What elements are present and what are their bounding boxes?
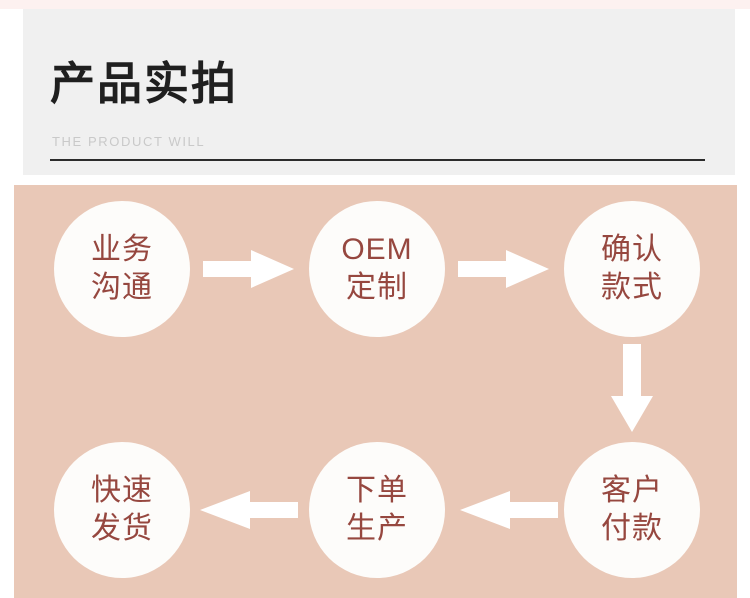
arrow-oem-to-confirm xyxy=(458,250,549,288)
arrow-payment-to-production xyxy=(460,491,558,529)
flow-node-business-communication[interactable]: 业务 沟通 xyxy=(54,201,190,337)
flow-node-line1: 业务 xyxy=(91,232,153,266)
header-panel: 产品实拍 THE PRODUCT WILL xyxy=(23,9,735,175)
flow-node-line2: 生产 xyxy=(346,512,408,545)
flow-node-line2: 款式 xyxy=(601,271,663,304)
arrow-confirm-to-payment xyxy=(611,344,653,432)
top-accent-strip xyxy=(0,0,750,9)
flow-node-line1: 确认 xyxy=(601,232,663,266)
flow-node-line1: 客户 xyxy=(601,473,663,507)
page-subtitle: THE PRODUCT WILL xyxy=(52,134,206,149)
flow-node-fast-shipping[interactable]: 快速 发货 xyxy=(54,442,190,578)
flow-node-line2: 发货 xyxy=(91,512,153,545)
flow-node-line2: 付款 xyxy=(601,512,663,545)
title-divider xyxy=(50,159,705,161)
flow-node-line2: 定制 xyxy=(346,271,408,304)
flow-node-line2: 沟通 xyxy=(91,271,153,304)
arrow-production-to-shipping xyxy=(200,491,298,529)
flow-node-line1: 快速 xyxy=(91,473,153,507)
flow-node-place-order-production[interactable]: 下单 生产 xyxy=(309,442,445,578)
flow-node-oem-customization[interactable]: OEM 定制 xyxy=(309,201,445,337)
process-flow-section: 业务 沟通 OEM 定制 确认 款式 xyxy=(14,185,737,598)
flow-node-line1: OEM xyxy=(341,232,413,266)
page-title: 产品实拍 xyxy=(50,58,239,109)
arrow-business-to-oem xyxy=(203,250,294,288)
flow-node-line1: 下单 xyxy=(346,473,408,507)
flow-node-customer-payment[interactable]: 客户 付款 xyxy=(564,442,700,578)
flow-node-confirm-style[interactable]: 确认 款式 xyxy=(564,201,700,337)
